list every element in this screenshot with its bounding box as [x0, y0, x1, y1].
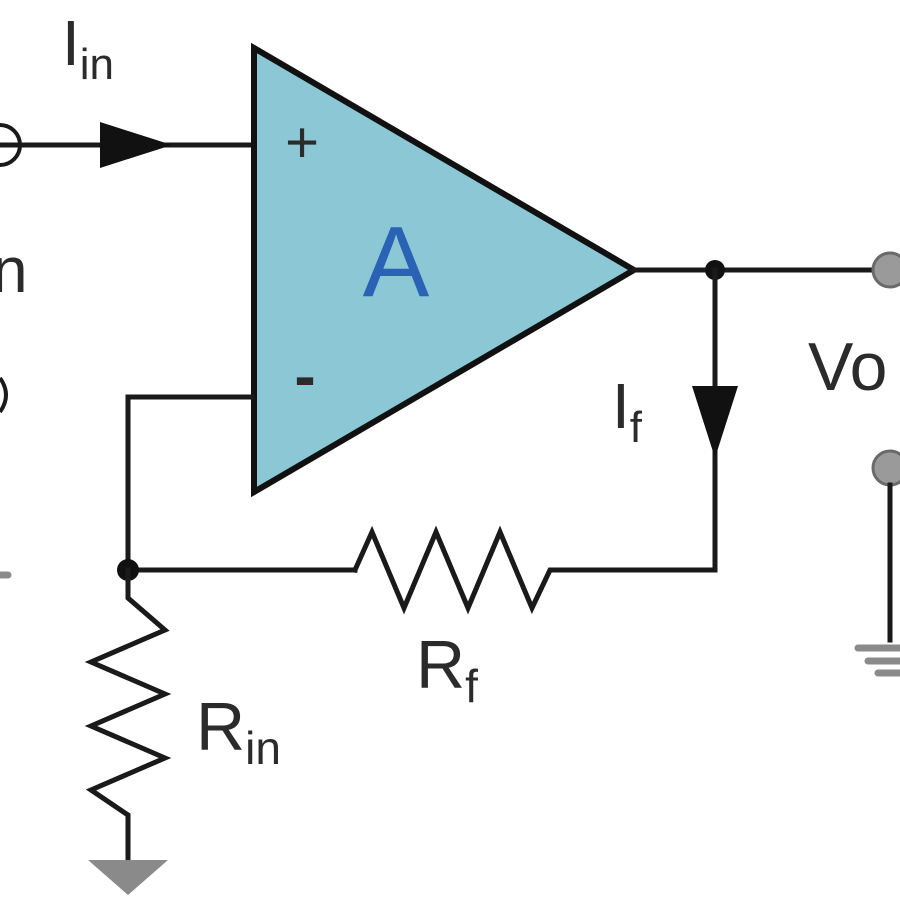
inverting-input-wire: [125, 394, 255, 573]
op-amp-triangle: [251, 42, 640, 498]
feedback-current-label: If: [612, 370, 643, 452]
input-terminal-partial: [0, 123, 22, 167]
output-voltage-label: Vo: [808, 329, 887, 405]
input-voltage-label-partial: n: [0, 234, 28, 306]
input-current-label: Iin: [62, 7, 114, 89]
feedback-resistor-label: Rf: [416, 627, 478, 712]
resistor-icon: [351, 525, 568, 615]
terminal-icon: [871, 251, 900, 289]
left-curve-partial: [0, 376, 8, 414]
arrow-right-icon: [100, 122, 172, 168]
terminal-icon: [871, 449, 900, 487]
gain-label: A: [363, 206, 430, 318]
non-inverting-input-sign: +: [285, 110, 319, 175]
arrow-down-icon: [692, 386, 738, 458]
ground-icon: [854, 644, 900, 677]
ground-icon: [88, 860, 168, 895]
inverting-input-sign: -: [294, 340, 315, 412]
input-resistor-label: Rin: [196, 689, 281, 774]
resistor-icon: [84, 567, 172, 863]
